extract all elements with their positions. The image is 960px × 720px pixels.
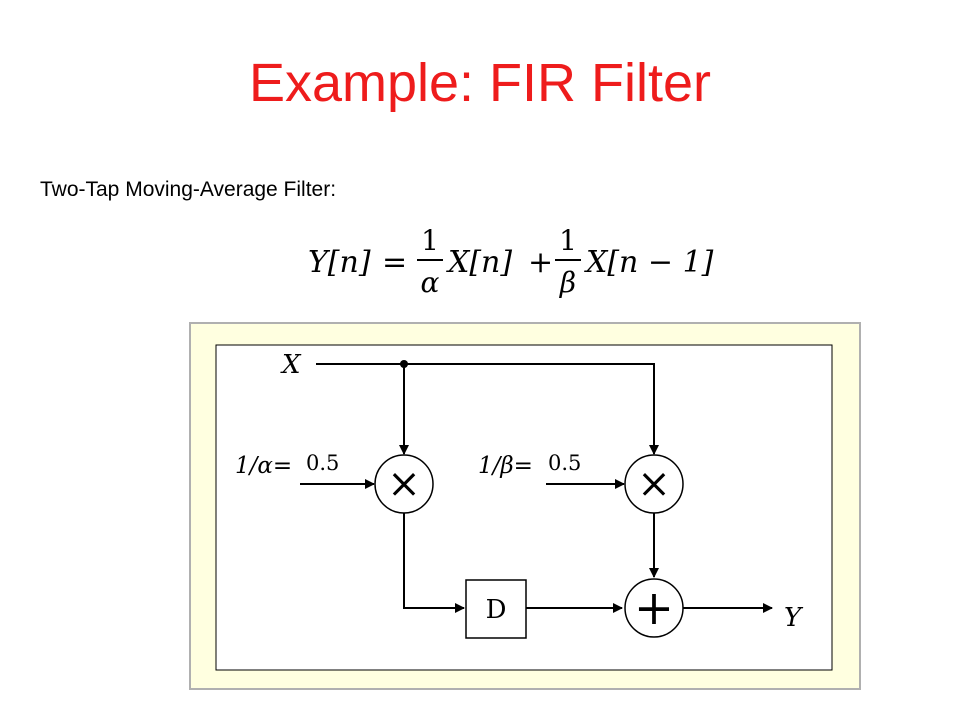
slide-subtitle: Two-Tap Moving-Average Filter:: [40, 178, 337, 201]
equation-plus: +: [528, 245, 553, 280]
slide-title: Example: FIR Filter: [248, 53, 712, 113]
coef1-label: 1/α=: [235, 453, 292, 479]
multiplier2-symbol: ×: [637, 461, 671, 507]
coef2-label: 1/β=: [478, 453, 533, 479]
fraction2-denominator: β: [559, 266, 576, 299]
coef2-value: 0.5: [548, 451, 581, 475]
fir-block-diagram: X 1/α= 0.5 × 1/β= 0.5 × D + Y: [189, 322, 861, 690]
equation-equals: =: [382, 245, 407, 280]
multiplier1-symbol: ×: [387, 461, 421, 507]
equation-term1: X[n]: [446, 245, 512, 280]
equation-lhs: Y[n]: [308, 245, 371, 280]
multiplier1-to-delay: [403, 513, 465, 613]
fraction1-numerator: 1: [421, 224, 439, 257]
input-label: X: [280, 350, 302, 380]
equation-term2: X[n − 1]: [584, 245, 714, 280]
adder-symbol: +: [634, 580, 674, 636]
delay-label: D: [486, 595, 507, 625]
difference-equation: Y[n] = 1 α X[n] + 1 β X[n − 1]: [308, 224, 714, 299]
coef1-value: 0.5: [306, 451, 339, 475]
delay-block: [465, 579, 527, 639]
output-label: Y: [784, 603, 804, 633]
fraction1-denominator: α: [421, 266, 440, 299]
fraction2-numerator: 1: [559, 224, 577, 257]
